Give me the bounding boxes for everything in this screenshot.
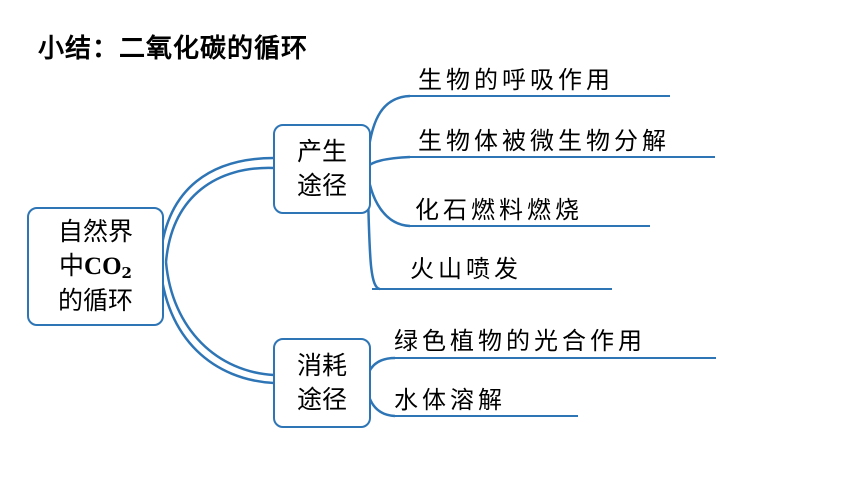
root-to-consume-connector-2	[164, 261, 275, 377]
root-to-produce-connector	[158, 156, 275, 263]
produce-label-line1: 产生	[296, 137, 347, 167]
produce-connector-2	[366, 155, 411, 168]
produce-item: 生物的呼吸作用	[418, 66, 614, 94]
co2-formula: CO	[84, 253, 122, 281]
consume-item: 水体溶解	[394, 386, 506, 414]
root-to-produce-connector-2	[164, 166, 275, 263]
consume-pathway-node: 消耗 途径	[273, 338, 371, 428]
produce-pathway-node: 产生 途径	[273, 124, 371, 214]
co2-subscript: 2	[121, 264, 132, 283]
produce-item: 火山喷发	[410, 255, 522, 283]
produce-label-line2: 途径	[296, 171, 347, 200]
root-label-line1: 自然界	[57, 217, 133, 247]
root-label-line2: 中CO2	[59, 249, 132, 284]
consume-label-line1: 消耗	[296, 351, 347, 381]
consume-label-line2: 途径	[296, 385, 347, 414]
produce-item: 化石燃料燃烧	[415, 196, 583, 224]
produce-item: 生物体被微生物分解	[418, 127, 670, 155]
page-title: 小结：二氧化碳的循环	[38, 34, 309, 64]
consume-connector-1	[365, 356, 396, 383]
root-to-consume-connector	[158, 261, 275, 385]
produce-connector-3	[365, 166, 411, 228]
root-node-co2-cycle: 自然界 中CO2 的循环	[27, 207, 164, 326]
root-label-line3: 的循环	[57, 285, 133, 315]
consume-item: 绿色植物的光合作用	[394, 327, 646, 355]
root-label-prefix: 中	[59, 251, 85, 281]
consume-connector-2	[365, 381, 396, 418]
